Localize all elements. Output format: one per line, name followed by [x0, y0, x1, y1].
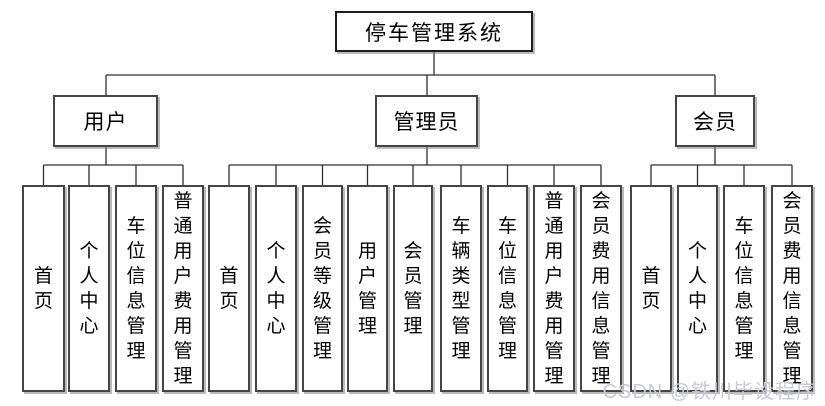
node-root-system: 停车管理系统 — [335, 11, 533, 52]
connector-member-bus — [650, 147, 793, 185]
leaf-label: 车 辆 类 型 管 理 — [451, 215, 471, 362]
leaf-label: 首 页 — [641, 265, 661, 312]
leaf-member-parking-info: 车 位 信 息 管 理 — [723, 185, 765, 392]
leaf-admin-member-mgmt: 会 员 管 理 — [393, 185, 433, 392]
leaf-label: 首 页 — [219, 265, 239, 312]
leaf-admin-home: 首 页 — [208, 185, 250, 392]
leaf-label: 会 员 管 理 — [403, 240, 423, 337]
leaf-admin-parking-info: 车 位 信 息 管 理 — [487, 185, 528, 392]
leaf-user-fee-mgmt: 普 通 用 户 费 用 管 理 — [162, 185, 204, 392]
leaf-label: 个 人 中 心 — [79, 240, 99, 337]
node-root-label: 停车管理系统 — [365, 20, 503, 45]
leaf-label: 首 页 — [33, 265, 53, 312]
node-role-user: 用户 — [53, 95, 158, 147]
connector-admin-bus — [228, 147, 602, 185]
leaf-label: 普 通 用 户 费 用 管 理 — [544, 190, 564, 387]
leaf-label: 个 人 中 心 — [266, 240, 286, 337]
leaf-member-fee-info: 会 员 费 用 信 息 管 理 — [771, 185, 813, 392]
leaf-user-profile: 个 人 中 心 — [68, 185, 110, 392]
leaf-user-home: 首 页 — [22, 185, 65, 392]
leaf-admin-profile: 个 人 中 心 — [255, 185, 297, 392]
connector-user-bus — [42, 147, 184, 185]
leaf-label: 用 户 管 理 — [357, 240, 377, 337]
connector-root-bus — [105, 52, 716, 95]
leaf-admin-user-mgmt: 用 户 管 理 — [347, 185, 388, 392]
node-role-member-label: 会员 — [693, 110, 737, 134]
leaf-admin-member-fee: 会 员 费 用 信 息 管 理 — [580, 185, 622, 392]
leaf-member-profile: 个 人 中 心 — [677, 185, 718, 392]
leaf-label: 会 员 费 用 信 息 管 理 — [782, 190, 802, 387]
leaf-admin-vehicle-type: 车 辆 类 型 管 理 — [440, 185, 482, 392]
leaf-label: 车 位 信 息 管 理 — [734, 215, 754, 362]
leaf-label: 普 通 用 户 费 用 管 理 — [173, 190, 193, 387]
leaf-label: 个 人 中 心 — [687, 240, 707, 337]
leaf-label: 会 员 等 级 管 理 — [312, 215, 332, 362]
leaf-admin-user-fee: 普 通 用 户 费 用 管 理 — [533, 185, 575, 392]
leaf-admin-member-level: 会 员 等 级 管 理 — [302, 185, 343, 392]
node-role-admin-label: 管理员 — [393, 110, 460, 134]
node-role-member: 会员 — [675, 95, 755, 147]
leaf-label: 会 员 费 用 信 息 管 理 — [591, 190, 611, 387]
leaf-user-parking-info: 车 位 信 息 管 理 — [115, 185, 157, 392]
leaf-member-home: 首 页 — [630, 185, 672, 392]
node-role-user-label: 用户 — [83, 110, 128, 134]
leaf-label: 车 位 信 息 管 理 — [126, 215, 146, 362]
leaf-label: 车 位 信 息 管 理 — [497, 215, 517, 362]
node-role-admin: 管理员 — [375, 95, 478, 147]
